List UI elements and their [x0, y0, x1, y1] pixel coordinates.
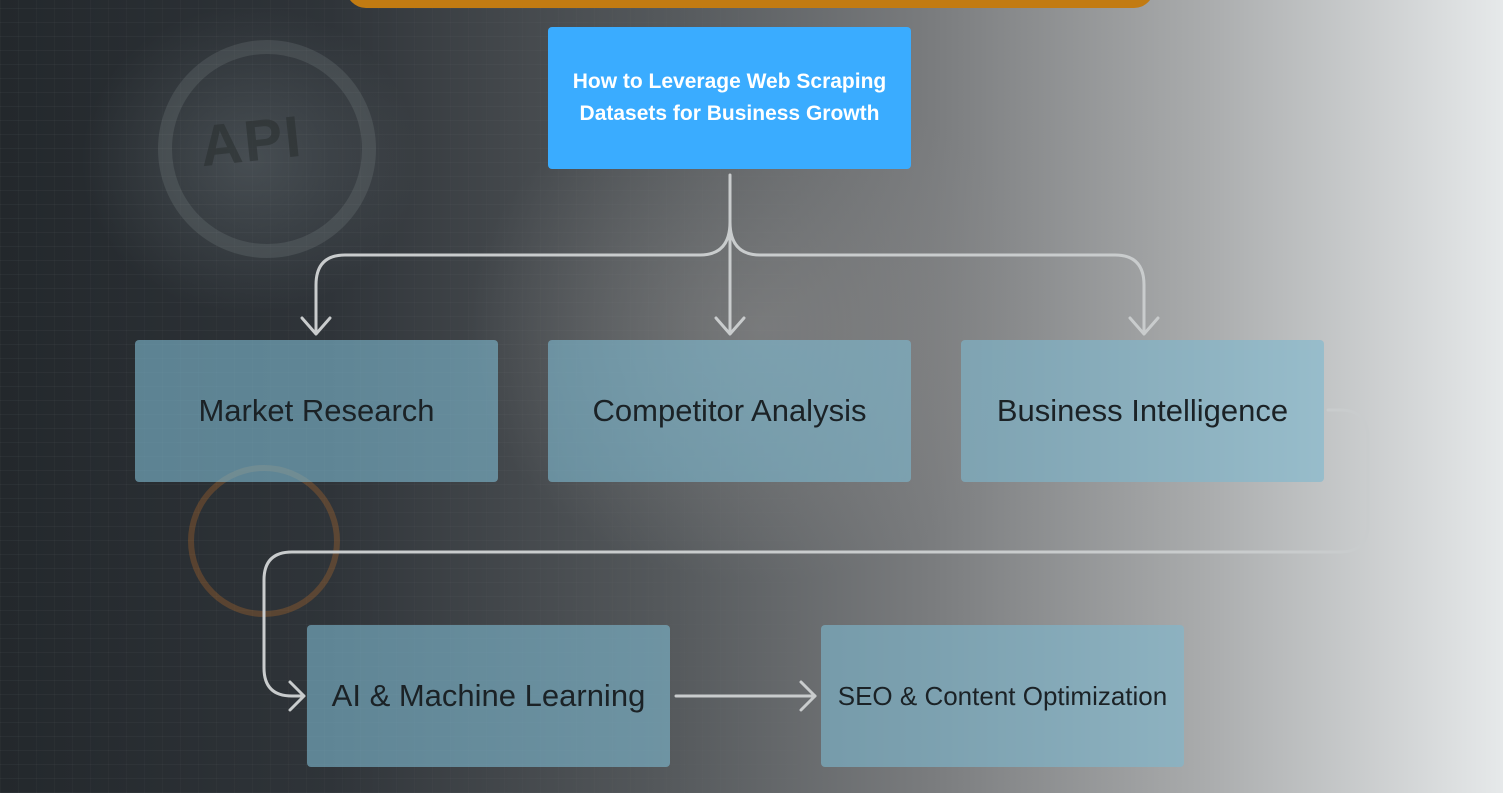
node-label: Market Research	[198, 393, 435, 428]
node-label: AI & Machine Learning	[331, 678, 646, 713]
arrowhead-competitor-analysis	[714, 316, 746, 336]
node-label: SEO & Content Optimization	[837, 680, 1168, 711]
node-ai-machine-learning: AI & Machine Learning	[307, 625, 670, 767]
node-business-intelligence: Business Intelligence	[961, 340, 1324, 482]
connector-to-business-intelligence	[728, 220, 1146, 334]
title-text: How to Leverage Web Scraping Datasets fo…	[572, 70, 887, 125]
node-market-research: Market Research	[135, 340, 498, 482]
connector-to-market-research	[314, 220, 732, 334]
arrowhead-market-research	[300, 316, 332, 336]
connector-bi-to-ai	[262, 408, 1370, 698]
arrowhead-seo-content	[799, 680, 817, 712]
node-seo-content-optimization: SEO & Content Optimization	[821, 625, 1184, 767]
node-label: Business Intelligence	[996, 393, 1289, 428]
top-accent-bar	[346, 0, 1154, 8]
arrowhead-ai-machine-learning	[288, 680, 306, 712]
arrowhead-business-intelligence	[1128, 316, 1160, 336]
node-competitor-analysis: Competitor Analysis	[548, 340, 911, 482]
node-label: Competitor Analysis	[592, 393, 867, 428]
title-node: How to Leverage Web Scraping Datasets fo…	[548, 27, 911, 169]
